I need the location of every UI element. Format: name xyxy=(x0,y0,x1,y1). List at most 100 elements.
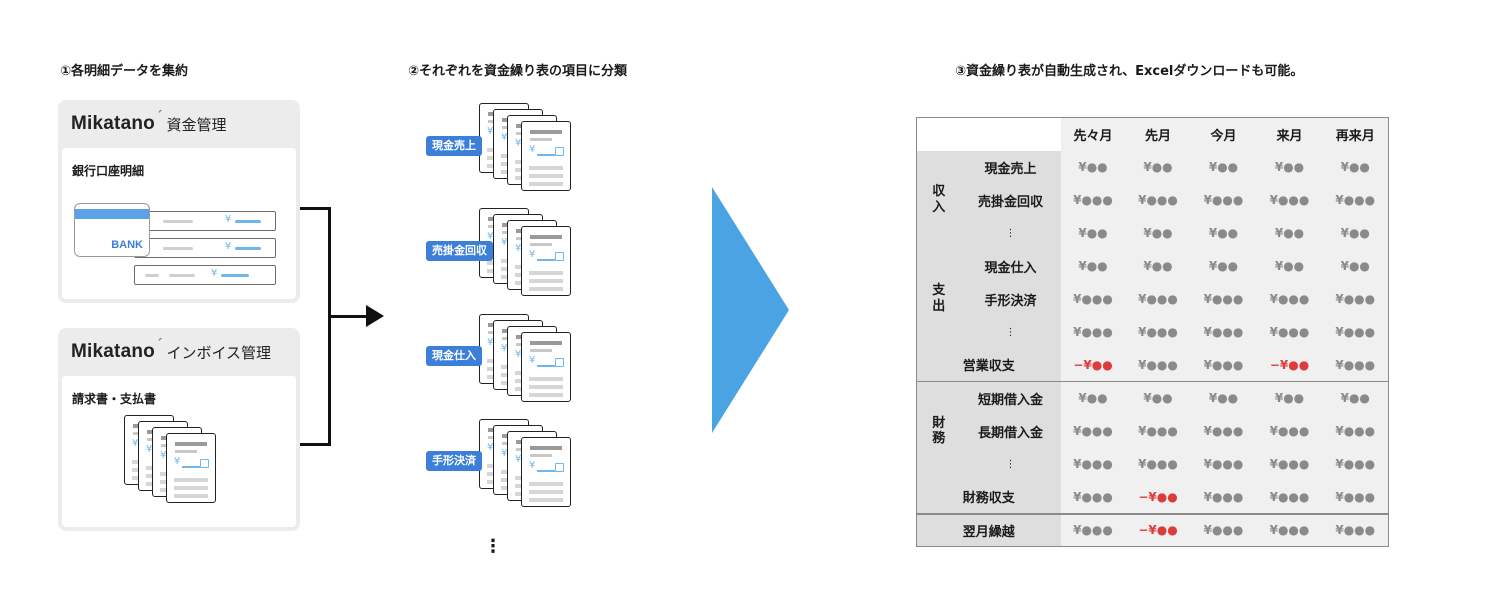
document-icon: ¥ xyxy=(521,332,571,402)
yen-icon: ¥ xyxy=(529,355,536,366)
connector-line-horizontal xyxy=(328,315,368,318)
row-label-carry-over: 翌月繰越 xyxy=(916,513,1061,547)
table-cell: ¥●●● xyxy=(1190,513,1257,547)
table-cell: ¥●●● xyxy=(1125,315,1191,349)
row-label-finance-balance: 財務収支 xyxy=(916,480,1061,515)
row-label: 短期借入金 xyxy=(960,381,1061,415)
table-cell: ¥●●● xyxy=(1125,447,1191,481)
table-cell: ¥●● xyxy=(1060,150,1126,184)
yen-icon: ¥ xyxy=(225,241,232,252)
checkbox-icon xyxy=(555,463,564,472)
table-cell: ¥●●● xyxy=(1060,315,1126,349)
row-label-ellipsis: ⋮ xyxy=(960,447,1061,481)
table-corner xyxy=(916,117,1061,151)
yen-icon: ¥ xyxy=(501,132,508,143)
category-tag-bill-payment: 手形決済 xyxy=(426,451,482,471)
table-cell: ¥●● xyxy=(1256,216,1323,250)
table-row: ⋮ ¥●●●¥●●●¥●●●¥●●●¥●●● xyxy=(917,315,1389,349)
cash-flow-table: 先々月 先月 今月 来月 再来月 収入 現金売上 ¥●●¥●●¥●●¥●●¥●●… xyxy=(916,117,1389,547)
table-row: 収入 現金売上 ¥●●¥●●¥●●¥●●¥●● xyxy=(916,150,1389,250)
table-cell: ¥●●● xyxy=(1256,183,1323,217)
amount-bar xyxy=(537,470,555,472)
table-cell: ¥●●● xyxy=(1190,480,1257,515)
table-cell: −¥●● xyxy=(1060,348,1126,382)
statement-dash xyxy=(169,274,195,277)
yen-icon: ¥ xyxy=(529,460,536,471)
app-body: 銀行口座明細 BANK ¥ ¥ ¥ xyxy=(62,148,296,299)
statement-row: ¥ xyxy=(134,265,276,285)
table-row: 長期借入金 ¥●●●¥●●●¥●●●¥●●●¥●●● xyxy=(917,414,1389,448)
table-cell: ¥●●● xyxy=(1060,183,1126,217)
app-body: 請求書・支払書 ¥¥¥¥ xyxy=(62,376,296,527)
table-cell: ¥●● xyxy=(1125,150,1191,184)
table-cell: ¥●● xyxy=(1190,150,1257,184)
brand-tick-icon: ˊ xyxy=(155,109,163,125)
table-cell: ¥●●● xyxy=(1322,414,1389,448)
bank-card-icon: BANK xyxy=(74,203,150,257)
amount-bar xyxy=(537,154,555,156)
table-cell: ¥●● xyxy=(1060,249,1126,283)
table-cell: ¥●●● xyxy=(1125,183,1191,217)
doc-header-line xyxy=(530,446,562,450)
table-cell: ¥●● xyxy=(1190,381,1257,415)
statement-row: ¥ xyxy=(134,211,276,231)
yen-icon: ¥ xyxy=(174,456,181,467)
table-row: ⋮ ¥●●¥●●¥●●¥●●¥●● xyxy=(917,216,1389,250)
table-cell: ¥●●● xyxy=(1256,282,1323,316)
yen-icon: ¥ xyxy=(487,337,494,348)
more-categories-ellipsis: ⋮ xyxy=(484,536,502,557)
amount-bar xyxy=(235,220,261,223)
table-cell: ¥●●● xyxy=(1060,513,1126,547)
yen-icon: ¥ xyxy=(487,126,494,137)
table-cell: ¥●● xyxy=(1256,249,1323,283)
checkbox-icon xyxy=(555,252,564,261)
doc-header-line xyxy=(175,442,207,446)
amount-bar xyxy=(235,247,261,250)
table-cell: ¥●●● xyxy=(1190,315,1257,349)
amount-bar xyxy=(537,259,555,261)
doc-subheader-line xyxy=(530,454,552,457)
doc-subheader-line xyxy=(175,450,197,453)
connector-line-top xyxy=(300,207,330,210)
yen-icon: ¥ xyxy=(501,448,508,459)
doc-text-line xyxy=(529,166,563,170)
doc-text-line xyxy=(529,174,563,178)
doc-text-line xyxy=(174,494,208,498)
section-income: 収入 xyxy=(916,150,961,250)
table-cell: ¥●●● xyxy=(1060,447,1126,481)
yen-icon: ¥ xyxy=(515,349,522,360)
brand-logo: Mikatano xyxy=(71,113,155,134)
doc-text-line xyxy=(529,490,563,494)
table-cell: ¥●●● xyxy=(1256,315,1323,349)
yen-icon: ¥ xyxy=(515,138,522,149)
table-cell: ¥●● xyxy=(1322,381,1389,415)
table-cell: ¥●●● xyxy=(1322,447,1389,481)
table-cell: ¥●●● xyxy=(1125,282,1191,316)
category-tag-cash-purchase: 現金仕入 xyxy=(426,346,482,366)
doc-header-line xyxy=(530,130,562,134)
yen-icon: ¥ xyxy=(225,214,232,225)
checkbox-icon xyxy=(200,459,209,468)
month-header: 先月 xyxy=(1125,117,1191,151)
month-header: 再来月 xyxy=(1322,117,1389,151)
doc-text-line xyxy=(529,393,563,397)
big-arrow-icon xyxy=(712,187,789,433)
document-icon: ¥ xyxy=(521,226,571,296)
document-icon: ¥ xyxy=(166,433,216,503)
table-cell: ¥●●● xyxy=(1060,480,1126,515)
table-cell: ¥●● xyxy=(1322,216,1389,250)
table-cell: ¥●● xyxy=(1322,249,1389,283)
table-cell: ¥●●● xyxy=(1322,513,1389,547)
table-cell: ¥●●● xyxy=(1190,183,1257,217)
doc-subheader-line xyxy=(530,138,552,141)
table-cell: ¥●●● xyxy=(1060,414,1126,448)
arrow-right-icon xyxy=(366,305,384,327)
table-cell: ¥●●● xyxy=(1190,282,1257,316)
month-header: 来月 xyxy=(1256,117,1323,151)
yen-icon: ¥ xyxy=(487,231,494,242)
bank-card-label: BANK xyxy=(111,239,143,251)
table-row: 営業収支 −¥●●¥●●●¥●●●−¥●●¥●●● xyxy=(916,348,1389,382)
step1-title: ①各明細データを集約 xyxy=(60,64,189,79)
yen-icon: ¥ xyxy=(501,237,508,248)
